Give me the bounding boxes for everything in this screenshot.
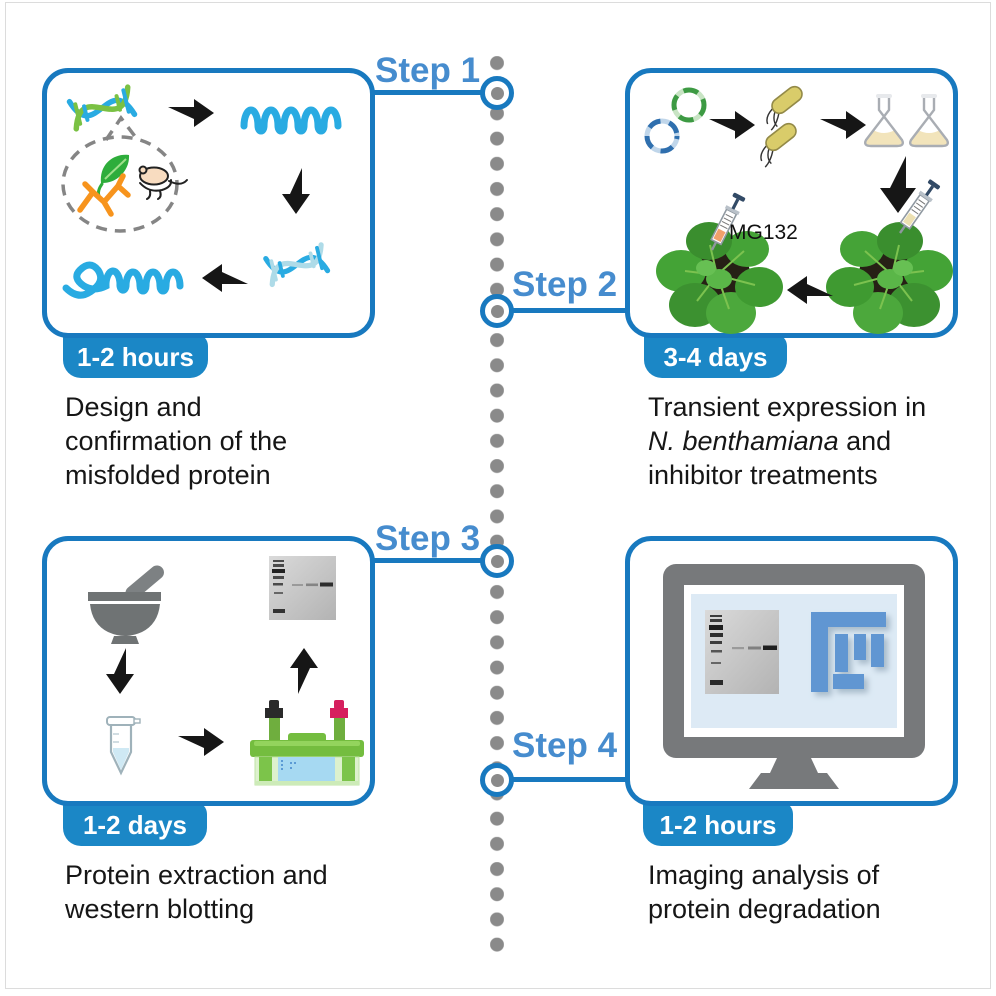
gel-electrophoresis-icon: [250, 700, 364, 786]
dna-construct-icon: [66, 84, 138, 132]
unfolded-protein-icon: [240, 106, 342, 135]
arrow-right-icon: [168, 99, 214, 127]
flasks-icon: [863, 94, 950, 148]
plant-syringe-icon: [825, 221, 954, 335]
step3-description: Protein extraction and western blotting: [65, 860, 328, 924]
arrow-up-icon: [290, 648, 318, 694]
step2-icons: [644, 85, 954, 335]
step4-description: Imaging analysis of protein degradation: [648, 860, 881, 924]
step4-duration-badge: 1-2 hours: [643, 802, 793, 846]
timeline-dotted-line: [490, 56, 504, 956]
plasmid-blue-icon: [644, 118, 680, 154]
fiji-logo-icon: [811, 612, 886, 692]
microtube-icon: [106, 716, 141, 776]
step4-label: Step 4: [512, 726, 618, 765]
arrow-left-icon: [787, 276, 833, 304]
misfolded-protein-icon: [62, 261, 184, 299]
step3-box: [42, 536, 375, 806]
step3-timeline-node: [480, 544, 514, 578]
step2-label: Step 2: [512, 265, 618, 304]
step1-box: [42, 68, 375, 338]
species-name-italic: N. benthamiana: [648, 426, 839, 456]
step2-box: [625, 68, 958, 338]
step1-description: Design and confirmation of the misfolded…: [65, 392, 288, 490]
step1-timeline-node: [480, 76, 514, 110]
step2-timeline-node: [480, 294, 514, 328]
mg132-label: MG132: [729, 221, 798, 244]
step3-connector-line: [373, 558, 481, 563]
arrow-right-icon: [820, 111, 866, 139]
step3-label: Step 3: [375, 519, 481, 558]
bacteria-icon: [760, 85, 803, 168]
step4-connector-line: [513, 777, 627, 782]
arrow-down-icon: [282, 168, 310, 214]
syringe-mg132-icon: [710, 192, 746, 251]
arrow-left-icon: [202, 264, 248, 292]
mortar-pestle-icon: [88, 565, 164, 644]
step1-label: Step 1: [375, 51, 481, 90]
western-blot-icon: [269, 556, 336, 620]
step1-icons: [61, 84, 342, 299]
mouse-doodle-icon: [138, 165, 188, 200]
arrow-right-icon: [178, 728, 224, 756]
plasmid-green-icon: [671, 87, 707, 123]
orange-peptide-icon: [77, 173, 131, 217]
syringe-icon: [899, 179, 941, 234]
western-blot-on-screen-icon: [705, 610, 779, 694]
step2-description: Transient expression in N. benthamiana a…: [648, 392, 927, 490]
step3-duration-badge: 1-2 days: [63, 802, 207, 846]
arrow-down-icon: [880, 156, 916, 213]
step2-connector-line: [513, 308, 627, 313]
step4-icons: [663, 564, 925, 789]
step1-connector-line: [373, 90, 481, 95]
dna-helix-icon: [263, 242, 331, 288]
arrow-down-icon: [106, 648, 134, 694]
step4-box: [625, 536, 958, 806]
step2-duration-badge: 3-4 days: [644, 334, 787, 378]
step1-duration-badge: 1-2 hours: [63, 334, 208, 378]
arrow-right-icon: [709, 111, 755, 139]
step3-icons: [88, 556, 364, 786]
step4-timeline-node: [480, 763, 514, 797]
